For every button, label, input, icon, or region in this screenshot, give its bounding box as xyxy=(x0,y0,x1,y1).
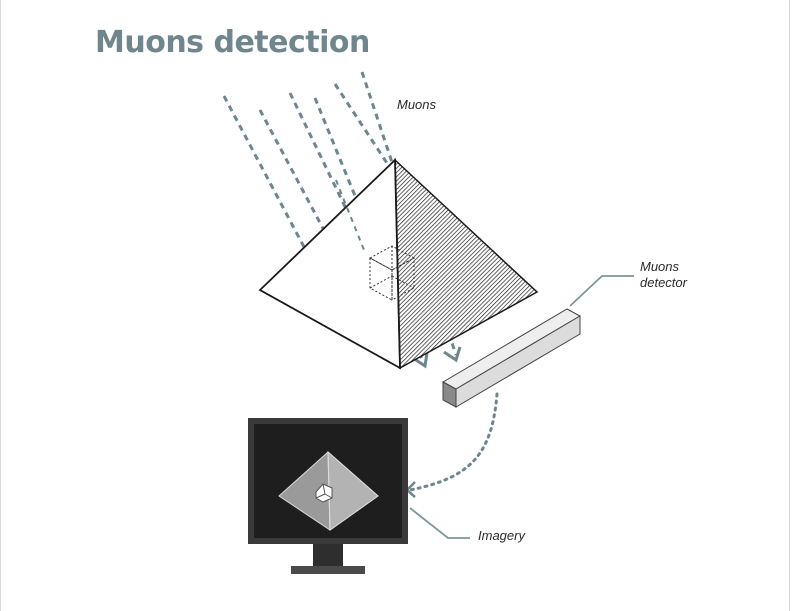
signal-path xyxy=(408,392,499,492)
muons-detector-label: Muons detector xyxy=(640,259,687,291)
muon-detector-icon xyxy=(441,308,582,408)
muon-arrow-icon xyxy=(313,97,429,369)
pyramid-icon xyxy=(258,157,539,370)
imagery-leader-line xyxy=(409,507,470,539)
muons-detector-label-line1: Muons xyxy=(640,259,680,274)
monitor-icon xyxy=(248,418,408,574)
detector-leader-line xyxy=(569,275,634,307)
muons-detector-label-line2: detector xyxy=(640,275,687,290)
muons-label: Muons xyxy=(397,97,437,112)
hidden-chamber-icon xyxy=(368,245,416,301)
muon-arrow-icon xyxy=(360,71,462,363)
frame-left-border xyxy=(0,0,1,611)
page-title: Muons detection xyxy=(95,25,370,60)
frame-right-border xyxy=(789,0,790,611)
imagery-label: Imagery xyxy=(478,528,525,543)
